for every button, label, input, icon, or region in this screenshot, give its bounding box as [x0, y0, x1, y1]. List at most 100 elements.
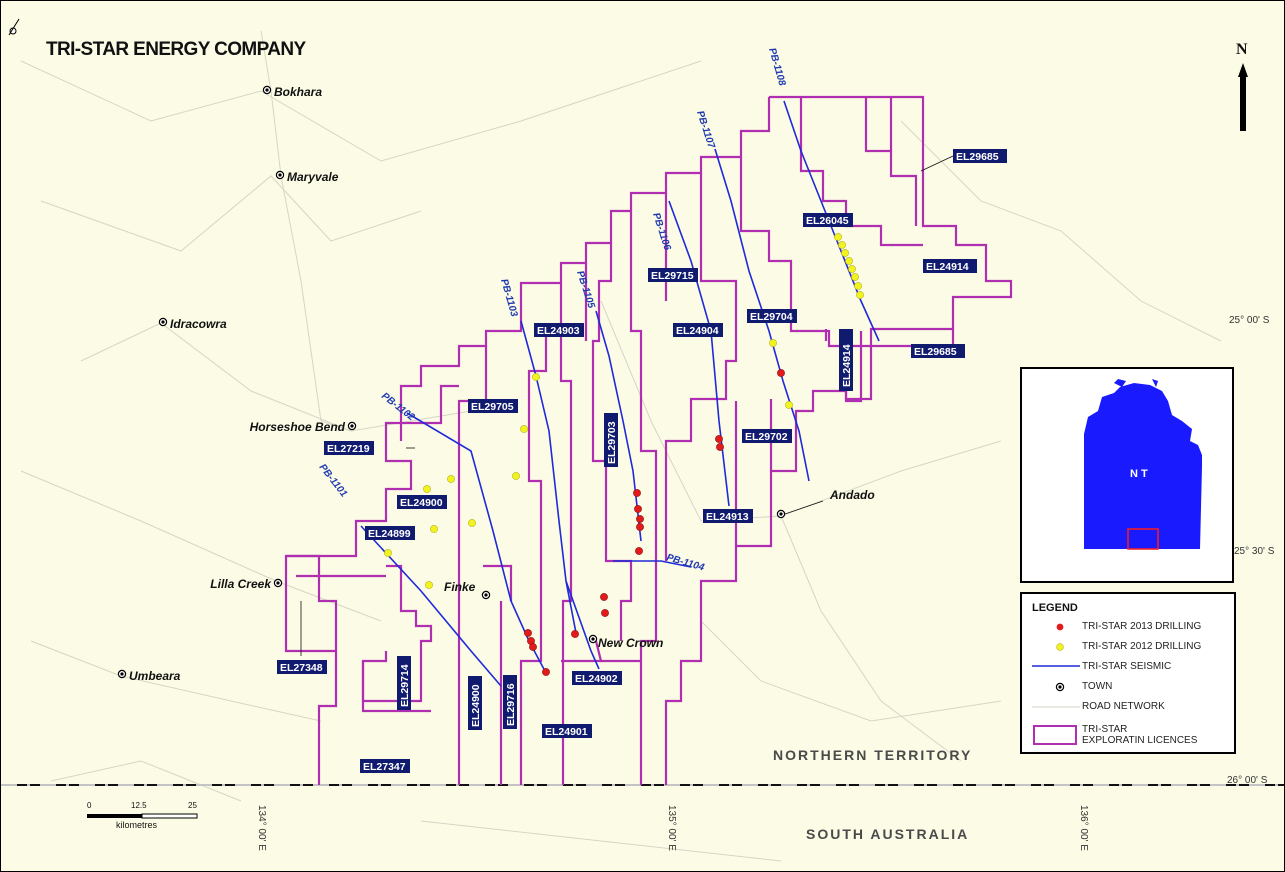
- lon-label-135-00: 135° 00' E: [666, 805, 677, 851]
- licence-label-el27347: EL27347: [363, 761, 406, 773]
- town-label: Idracowra: [170, 317, 227, 331]
- licence-label-el24914-a: EL24914: [926, 261, 969, 273]
- inset-label: NT: [1130, 468, 1151, 480]
- licence-label-el24900-b: EL24900: [470, 684, 482, 727]
- town-horseshoe-bend[interactable]: Horseshoe Bend: [250, 420, 357, 434]
- town-label: Maryvale: [287, 170, 339, 184]
- licence-label-el24904: EL24904: [676, 325, 719, 337]
- drill-2012-point: [769, 339, 777, 347]
- town-new-crown[interactable]: New Crown: [588, 634, 663, 650]
- legend-title: LEGEND: [1032, 602, 1078, 614]
- lat-label-25-00: 25° 00' S: [1229, 315, 1270, 326]
- drill-2012-point: [430, 525, 438, 533]
- north-label: N: [1236, 41, 1248, 58]
- drill-2012-point: [512, 472, 520, 480]
- town-label: Andado: [829, 488, 875, 502]
- drill-2012-point: [425, 581, 433, 589]
- north-arrow: N: [1230, 41, 1256, 136]
- licence-label-el29685-a: EL29685: [956, 151, 999, 163]
- seismic-label-pb1104: PB-1104: [665, 552, 706, 573]
- licence-label-el29685-b: EL29685: [914, 346, 957, 358]
- legend-item-seismic: TRI-STAR SEISMIC: [1082, 661, 1172, 672]
- legend-item-town: TOWN: [1082, 681, 1113, 692]
- licence-labels: EL29685 EL26045 EL24914 EL29715 EL24903 …: [277, 149, 1007, 773]
- licence-label-el29704: EL29704: [750, 311, 793, 323]
- licence-label-el24900-a: EL24900: [400, 497, 443, 509]
- lon-label-136-00: 136° 00' E: [1078, 805, 1089, 851]
- licence-label-el29705: EL29705: [471, 401, 514, 413]
- drill-2012-point: [468, 519, 476, 527]
- seismic-label-pb1102: PB-1102: [379, 391, 417, 424]
- seismic-label-pb1107: PB-1107: [694, 110, 717, 151]
- legend-item-road: ROAD NETWORK: [1082, 701, 1165, 712]
- seismic-label-pb1106: PB-1106: [650, 212, 673, 253]
- drill-2013-point: [636, 523, 644, 531]
- drill-2012-point: [520, 425, 528, 433]
- legend-item-licences: TRI-STAR EXPLORATIN LICENCES: [1082, 724, 1198, 746]
- drill-2012-point: [785, 401, 793, 409]
- town-maryvale[interactable]: Maryvale: [275, 170, 339, 184]
- drill-2013-point: [636, 515, 644, 523]
- licence-outline-west: [286, 384, 459, 558]
- licence-outline-east: [664, 329, 955, 785]
- scale-bar: 0 12.5 25 kilometres: [87, 801, 207, 831]
- seismic-label-pb1101: PB-1101: [317, 462, 350, 500]
- drill-2013-point: [715, 435, 723, 443]
- drill-2013-point: [529, 643, 537, 651]
- legend-item-drill-2013: TRI-STAR 2013 DRILLING: [1082, 621, 1202, 632]
- town-label: Finke: [444, 580, 476, 594]
- inset-study-area: [1127, 528, 1159, 550]
- licence-label-el26045: EL26045: [806, 215, 849, 227]
- seismic-pb1104: [613, 560, 692, 568]
- scale-bar-graphic: [87, 813, 198, 819]
- corner-mark: [8, 18, 20, 36]
- seismic-label-pb1103: PB-1103: [498, 278, 519, 319]
- town-lilla-creek[interactable]: Lilla Creek: [210, 577, 283, 591]
- drill-2013-point: [633, 489, 641, 497]
- north-arrow-icon: [1238, 63, 1248, 131]
- legend-symbols: [1032, 623, 1080, 745]
- drill-2013-point: [635, 547, 643, 555]
- town-idracowra[interactable]: Idracowra: [158, 317, 227, 331]
- region-northern-territory: NORTHERN TERRITORY: [773, 747, 972, 763]
- town-label: New Crown: [598, 636, 663, 650]
- exploration-licences: [284, 95, 1013, 785]
- drill-2012-point: [532, 373, 540, 381]
- drill-2012-point: [845, 257, 853, 265]
- drilling-2012-points: [384, 233, 864, 589]
- drill-2012-point: [854, 282, 862, 290]
- drill-2012-point: [841, 249, 849, 257]
- legend-item-drill-2012: TRI-STAR 2012 DRILLING: [1082, 641, 1202, 652]
- licence-label-el29714: EL29714: [399, 664, 411, 707]
- licence-label-el24902: EL24902: [575, 673, 618, 685]
- licence-labels-vertical: EL24914 EL29703 EL29714 EL24900 EL29716: [397, 329, 853, 730]
- drill-2013-point: [542, 668, 550, 676]
- seismic-lines: [360, 100, 880, 687]
- licence-label-el24903: EL24903: [537, 325, 580, 337]
- town-label: Umbeara: [129, 669, 181, 683]
- town-bokhara[interactable]: Bokhara: [262, 85, 322, 99]
- town-andado[interactable]: Andado: [776, 488, 875, 519]
- lon-label-134-00: 134° 00' E: [256, 805, 267, 851]
- licence-label-el29715: EL29715: [651, 270, 694, 282]
- town-label: Lilla Creek: [210, 577, 272, 591]
- town-umbeara[interactable]: Umbeara: [117, 669, 181, 683]
- town-label: Horseshoe Bend: [250, 420, 346, 434]
- inset-map: NT: [1020, 367, 1234, 583]
- licence-label-el27348: EL27348: [280, 662, 323, 674]
- drill-2012-point: [423, 485, 431, 493]
- licence-label-el29703: EL29703: [606, 421, 618, 464]
- drilling-2013-points: [524, 369, 785, 676]
- licence-label-el24901: EL24901: [545, 726, 588, 738]
- scale-tick-12-5: 12.5: [131, 801, 147, 810]
- licence-label-el24899: EL24899: [368, 528, 411, 540]
- drill-2012-point: [384, 549, 392, 557]
- drill-2013-point: [777, 369, 785, 377]
- scale-tick-25: 25: [188, 801, 197, 810]
- seismic-label-pb1108: PB-1108: [766, 47, 787, 88]
- inset-nt-shape: [1084, 383, 1202, 549]
- drill-2012-point: [851, 273, 859, 281]
- town-finke[interactable]: Finke: [444, 580, 491, 600]
- licence-outline-ne: [399, 97, 771, 441]
